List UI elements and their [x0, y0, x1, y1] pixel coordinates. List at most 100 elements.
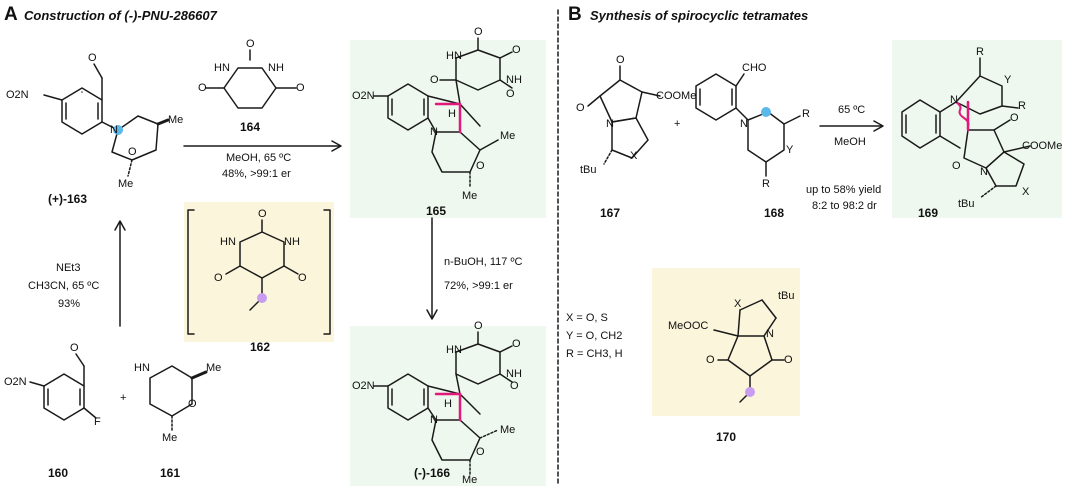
- atom-o-bottom-169: O: [952, 160, 961, 172]
- yield-line2: 8:2 to 98:2 dr: [812, 200, 877, 212]
- atom-coome-167: COOMe: [656, 90, 697, 102]
- atom-x-170: X: [734, 298, 742, 310]
- structure-165: [373, 37, 513, 189]
- atom-nh-166: NH: [506, 368, 522, 380]
- atom-no2-160: O2N: [4, 376, 27, 388]
- atom-n-bottom-169: N: [980, 166, 988, 178]
- structure-161: [149, 365, 208, 431]
- atom-o-left-164: O: [198, 82, 207, 94]
- atom-n-165: N: [430, 126, 438, 138]
- atom-o-160: O: [70, 342, 79, 354]
- structure-162: [187, 209, 331, 335]
- atom-o-ring-166: O: [476, 446, 485, 458]
- atom-me1-165: Me: [500, 130, 516, 142]
- atom-o-bottom-165: O: [506, 88, 515, 100]
- structure-163: [43, 63, 170, 177]
- condition-step1-line1: MeOH, 65 ºC: [226, 152, 292, 164]
- atom-o-right-164: O: [296, 82, 305, 94]
- atom-me1-161: Me: [206, 362, 222, 374]
- intermediate-162-background: [184, 202, 334, 342]
- compound-label-169: 169: [918, 206, 939, 220]
- structure-170: [713, 299, 785, 403]
- atom-o-top-162: O: [258, 208, 267, 220]
- structure-164: [205, 49, 297, 109]
- purple-carbon-marker-162: [257, 293, 267, 303]
- atom-o-top-167: O: [616, 54, 625, 66]
- condition-step1-line2: 48%, >99:1 er: [222, 168, 291, 180]
- structure-160: [29, 353, 97, 421]
- legend-r: R = CH3, H: [566, 348, 623, 360]
- atom-nh-165: NH: [506, 74, 522, 86]
- structure-169: [901, 57, 1031, 199]
- atom-me2-163: Me: [118, 178, 134, 190]
- atom-r2-168: R: [762, 178, 770, 190]
- blue-carbon-marker-168: [761, 107, 771, 117]
- plus-sign-a: +: [120, 392, 127, 404]
- atom-o-left-170: O: [706, 354, 715, 366]
- atom-o-bottom-166: O: [510, 380, 519, 392]
- condition-step3-line2: CH3CN, 65 ºC: [28, 280, 100, 292]
- atom-o-ring-165: O: [476, 160, 485, 172]
- atom-hn-164: HN: [214, 62, 230, 74]
- atom-hn-161: HN: [134, 362, 150, 374]
- atom-o-left-165: O: [430, 74, 439, 86]
- atom-o-ring-163: O: [128, 146, 137, 158]
- atom-r-right-169: R: [1018, 100, 1026, 112]
- product-169-background: [892, 40, 1062, 218]
- atom-o-aldehyde-163: O: [88, 52, 97, 64]
- atom-me2-166: Me: [462, 474, 478, 486]
- panel-b-title: Synthesis of spirocyclic tetramates: [590, 8, 809, 23]
- atom-h-166: H: [444, 398, 452, 410]
- new-bonds: [434, 100, 970, 422]
- atom-o-top-165: O: [474, 26, 483, 38]
- atom-coome-169: COOMe: [1022, 140, 1063, 152]
- atom-tbu-169: tBu: [958, 198, 975, 210]
- atom-me2-165: Me: [462, 190, 478, 202]
- atom-hn-166: HN: [446, 344, 462, 356]
- atom-me2-161: Me: [162, 432, 178, 444]
- condition-step3-line3: 93%: [58, 298, 81, 310]
- compound-label-160: 160: [48, 466, 69, 480]
- compound-170-background: [652, 268, 800, 416]
- atom-r1-168: R: [802, 108, 810, 120]
- atom-cho-168: CHO: [742, 62, 767, 74]
- atom-hn-162: HN: [220, 236, 236, 248]
- atom-o-right-162: O: [298, 272, 307, 284]
- structure-168: [695, 73, 801, 177]
- atom-n-168: N: [740, 118, 748, 130]
- structure-167: [587, 65, 661, 165]
- product-165-background: [350, 40, 546, 218]
- compound-label-163: (+)-163: [48, 192, 88, 206]
- compound-label-168: 168: [764, 206, 785, 220]
- atom-o-left-162: O: [214, 272, 223, 284]
- atom-no2-166: O2N: [352, 380, 375, 392]
- purple-carbon-marker-170: [745, 387, 755, 397]
- atom-meooc-170: MeOOC: [668, 320, 709, 332]
- atom-x-167: X: [630, 150, 638, 162]
- atom-o-right-166: O: [512, 338, 521, 350]
- atom-o-161: O: [188, 398, 197, 410]
- atom-n-166: N: [430, 414, 438, 426]
- atom-f-160: F: [94, 416, 101, 428]
- atom-tbu-170: tBu: [778, 290, 795, 302]
- condition-step3-line1: NEt3: [56, 262, 81, 274]
- atom-hn-165: HN: [446, 50, 462, 62]
- atom-n-170: N: [766, 328, 774, 340]
- condition-b-line2: MeOH: [834, 136, 866, 148]
- condition-b-line1: 65 ºC: [838, 104, 866, 116]
- atom-n-163: N: [110, 124, 118, 136]
- condition-step2-line2: 72%, >99:1 er: [444, 280, 513, 292]
- panel-a-title: Construction of (-)-PNU-286607: [24, 8, 217, 23]
- legend-x: X = O, S: [566, 312, 608, 324]
- blue-carbon-marker-163: [113, 125, 123, 135]
- atom-me1-166: Me: [500, 424, 516, 436]
- compound-label-167: 167: [600, 206, 621, 220]
- atom-me1-163: Me: [168, 114, 184, 126]
- condition-step2-line1: n-BuOH, 117 ºC: [444, 256, 523, 268]
- atom-h-165: H: [448, 108, 456, 120]
- atom-y-168: Y: [786, 144, 794, 156]
- structure-166: [373, 331, 513, 475]
- atom-x-169: X: [1022, 186, 1030, 198]
- compound-label-161: 161: [160, 466, 181, 480]
